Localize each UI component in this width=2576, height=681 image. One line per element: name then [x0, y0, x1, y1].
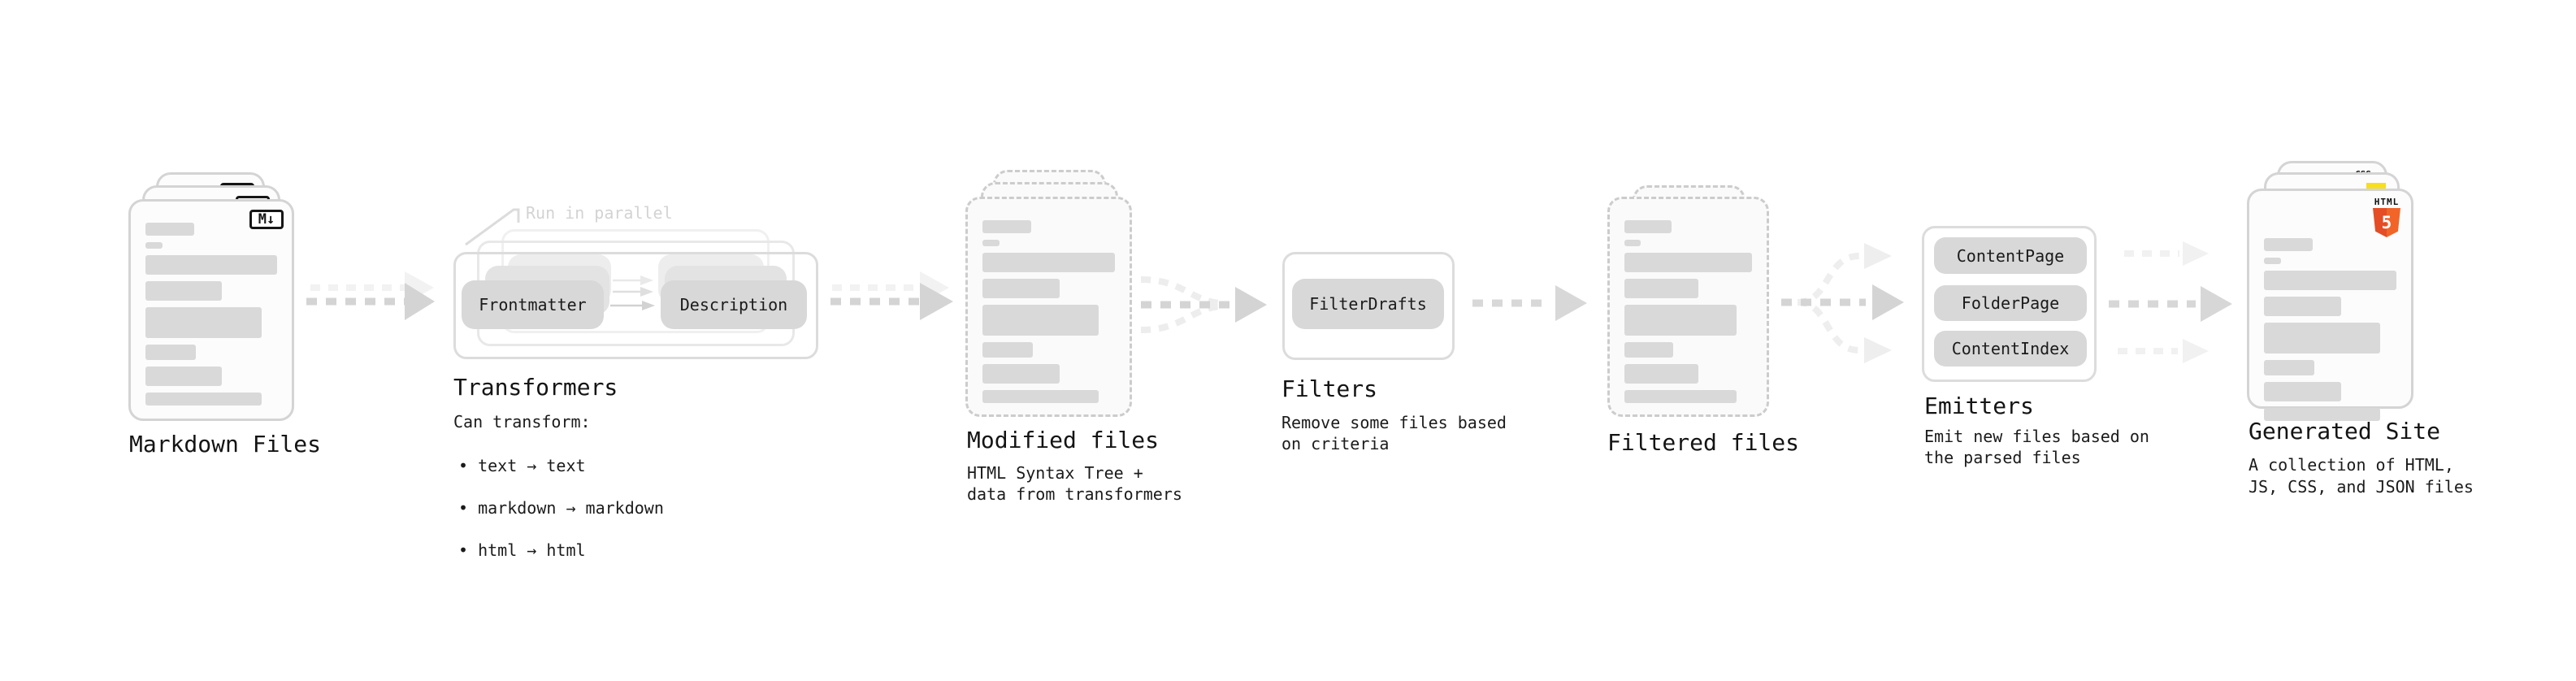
content-bar	[982, 279, 1060, 298]
transformers-bullet-list: • text → text • markdown → markdown • ht…	[458, 434, 664, 582]
bullet-item: • text → text	[458, 456, 586, 475]
html5-number: 5	[2381, 213, 2392, 232]
stage-label-filters: Filters	[1281, 375, 1378, 402]
content-bar	[2264, 238, 2314, 251]
ghost-arrow-icon	[2118, 339, 2209, 363]
ghost-arrow-icon	[1864, 243, 1892, 269]
content-bar	[2264, 297, 2341, 316]
flow-arrow-filters-to-filtered	[1472, 285, 1587, 321]
content-bar	[982, 240, 1000, 246]
file-card	[1607, 197, 1769, 417]
content-bar	[145, 242, 163, 249]
content-bar	[145, 255, 277, 275]
content-bar	[2264, 258, 2282, 264]
markdown-icon: M↓	[249, 210, 284, 229]
emitter-pill-contentpage: ContentPage	[1934, 237, 2087, 274]
transformers-box	[453, 252, 818, 359]
file-content-bars	[982, 220, 1115, 403]
content-bar	[2264, 382, 2341, 401]
file-card: HTML 5	[2247, 189, 2413, 421]
stage-caption-transformers: Can transform:	[453, 412, 591, 432]
stage-label-emitters: Emitters	[1924, 393, 2034, 419]
filter-pill-filterdrafts: FilterDrafts	[1292, 279, 1444, 329]
pill-flow-arrows	[610, 275, 655, 310]
flow-arrow-transformers-to-modified	[830, 271, 953, 320]
flow-arrow-emitters-to-generated	[2109, 241, 2232, 363]
content-bar	[982, 342, 1033, 358]
file-content-bars	[145, 223, 277, 406]
ghost-arrow-icon	[1864, 337, 1892, 363]
ghost-arrow-icon	[2124, 241, 2209, 266]
stage-label-transformers: Transformers	[453, 374, 618, 401]
transformer-pill-frontmatter: Frontmatter	[462, 280, 604, 329]
content-bar	[1624, 305, 1737, 336]
ghost-merge-curve	[1140, 303, 1221, 333]
content-bar	[145, 307, 262, 338]
arrow-icon	[306, 283, 435, 320]
run-in-parallel-note: Run in parallel	[526, 203, 673, 223]
filters-box	[1282, 252, 1455, 360]
emitters-box	[1922, 226, 2097, 382]
arrow-icon	[830, 283, 953, 320]
transformer-pill-description: Description	[661, 280, 807, 329]
file-content-bars	[1624, 220, 1752, 403]
stage-caption-generated-site: A collection of HTML, JS, CSS, and JSON …	[2249, 455, 2474, 497]
content-bar	[145, 345, 196, 360]
content-bar	[145, 393, 262, 406]
stage-label-filtered-files: Filtered files	[1607, 429, 1800, 456]
content-bar	[982, 390, 1099, 403]
content-bar	[1624, 390, 1737, 403]
stage-label-markdown-files: Markdown Files	[129, 431, 322, 458]
content-bar	[1624, 364, 1699, 384]
ghost-split-curve	[1797, 253, 1860, 306]
flow-arrow-modified-to-filters	[1140, 276, 1267, 333]
file-card: M↓	[128, 199, 294, 421]
content-bar	[1624, 342, 1673, 358]
html5-icon-label: HTML	[2374, 197, 2400, 207]
arrow-icon	[2109, 286, 2232, 322]
content-bar	[982, 253, 1115, 272]
content-bar	[2264, 271, 2396, 290]
ghost-split-curve	[1797, 299, 1860, 354]
content-bar	[982, 305, 1099, 336]
arrow-icon	[1235, 287, 1267, 323]
content-bar	[145, 281, 222, 301]
content-bar	[1624, 253, 1752, 272]
stage-label-modified-files: Modified files	[967, 427, 1160, 453]
arrow-icon	[610, 301, 655, 310]
stage-caption-modified-files: HTML Syntax Tree + data from transformer…	[967, 463, 1182, 504]
content-bar	[145, 367, 222, 386]
bullet-item: • markdown → markdown	[458, 498, 664, 518]
arrow-icon	[1555, 285, 1587, 321]
arrow-icon	[1872, 284, 1904, 320]
stage-caption-filters: Remove some files based on criteria	[1281, 413, 1507, 453]
html5-shield: 5	[2373, 208, 2400, 237]
content-bar	[982, 220, 1032, 233]
file-card	[965, 197, 1132, 417]
arrow-icon	[613, 275, 653, 285]
emitter-pill-contentindex: ContentIndex	[1934, 331, 2087, 367]
flow-arrow-markdown-to-transformers	[306, 271, 435, 320]
content-bar	[2264, 408, 2381, 421]
content-bar	[982, 364, 1060, 384]
stage-caption-emitters: Emit new files based on the parsed files	[1924, 427, 2149, 467]
emitter-pill-folderpage: FolderPage	[1934, 285, 2087, 321]
ghost-merge-curve	[1140, 276, 1221, 306]
file-content-bars	[2264, 238, 2396, 421]
html5-icon: HTML 5	[2370, 197, 2403, 237]
content-bar	[2264, 323, 2381, 354]
content-bar	[1624, 279, 1699, 298]
content-bar	[145, 223, 194, 236]
content-bar	[2264, 360, 2314, 375]
content-bar	[1624, 240, 1641, 246]
content-bar	[1624, 220, 1672, 233]
arrow-icon	[613, 287, 653, 297]
bullet-item: • html → html	[458, 540, 586, 560]
flow-arrow-filtered-to-emitters	[1781, 243, 1904, 363]
stage-label-generated-site: Generated Site	[2249, 418, 2441, 445]
note-leader-line	[465, 208, 520, 246]
